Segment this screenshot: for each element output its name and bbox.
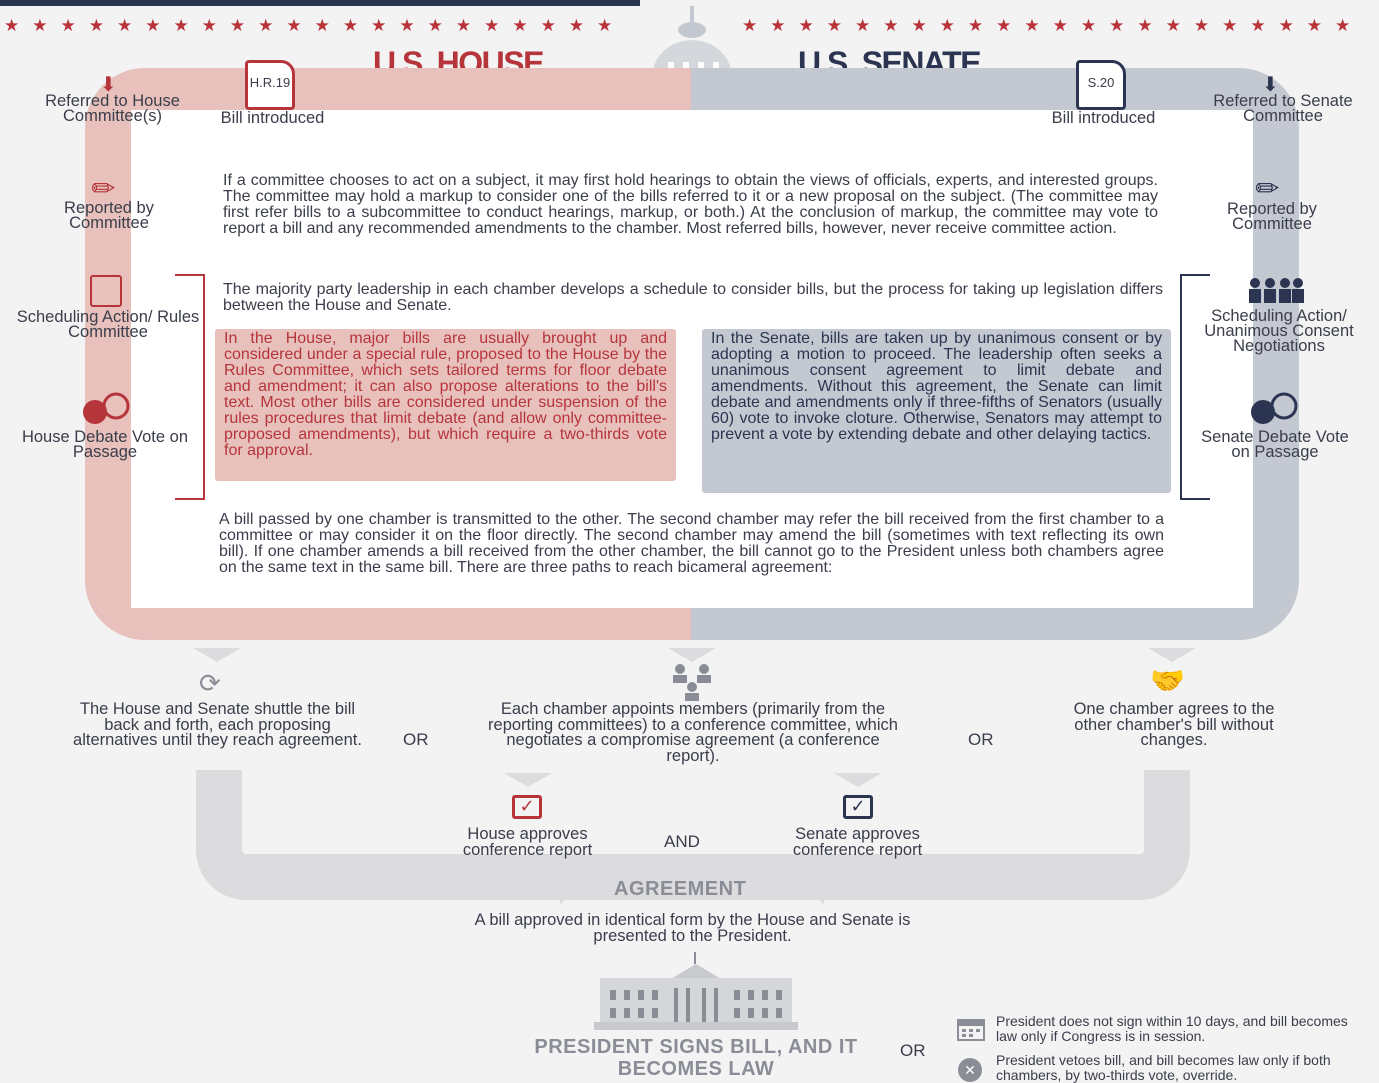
house-approves-text: House approves conference report xyxy=(462,825,593,859)
house-bill-introduced-label: Bill introduced xyxy=(220,109,325,127)
agreement-arrow-left xyxy=(560,872,578,904)
top-rule xyxy=(0,0,640,6)
senate-scheduling-label: Scheduling Action/ Unanimous Consent Neg… xyxy=(1204,307,1354,355)
path-arrow-conference xyxy=(668,648,716,662)
senate-bill-introduced-label: Bill introduced xyxy=(1051,109,1156,127)
house-process-loop xyxy=(85,68,691,640)
senate-approval-arrow xyxy=(834,773,882,787)
house-scheduling-label: Scheduling Action/ Rules Committee xyxy=(16,308,200,341)
schedule-paragraph: The majority party leadership in each ch… xyxy=(223,281,1163,314)
senate-approve-check-icon: ✓ xyxy=(843,795,873,819)
veto-text: President vetoes bill, and bill becomes … xyxy=(996,1052,1331,1083)
or-label-3: OR xyxy=(900,1041,926,1060)
senate-reported-label: Reported by Committee xyxy=(1227,200,1317,233)
agreement-arrow-right xyxy=(806,872,824,904)
senate-floor-procedure-box: In the Senate, bills are taken up by una… xyxy=(702,329,1171,493)
house-approve-check-icon: ✓ xyxy=(512,795,542,819)
and-label: AND xyxy=(664,832,700,851)
calendar-icon xyxy=(957,1019,985,1041)
house-debate-label: House Debate Vote on Passage xyxy=(21,428,189,461)
conference-people-icon xyxy=(673,664,711,701)
senate-referred-label: Referred to Senate Committee xyxy=(1213,92,1353,125)
senate-process-loop xyxy=(691,68,1299,640)
house-bill-document-icon: H.R.19 xyxy=(245,60,295,110)
house-floor-procedure-box: In the House, major bills are usually br… xyxy=(215,329,676,481)
conference-path-text: Each chamber appoints members (primarily… xyxy=(488,700,898,765)
house-debate-icon xyxy=(83,392,130,424)
house-bracket xyxy=(175,274,205,500)
path-arrow-agree xyxy=(1148,648,1196,662)
house-referred-label: Referred to House Committee(s) xyxy=(45,92,180,125)
house-approval-arrow xyxy=(504,773,552,787)
senate-bill-document-icon: S.20 xyxy=(1076,60,1126,110)
or-label-1: OR xyxy=(403,730,429,749)
shuttle-cycle-icon: ⟳ xyxy=(199,668,221,698)
senate-negotiation-people-icon xyxy=(1249,278,1304,303)
no-sign-text: President does not sign within 10 days, … xyxy=(996,1013,1348,1044)
house-reported-label: Reported by Committee xyxy=(64,199,154,232)
house-referred-arrow-icon: ⬇ xyxy=(100,74,117,96)
agreement-title: AGREEMENT xyxy=(614,878,747,900)
agree-path-text: One chamber agrees to the other chamber'… xyxy=(1073,700,1275,749)
committee-paragraph: If a committee chooses to act on a subje… xyxy=(223,172,1158,237)
senate-approves-text: Senate approves conference report xyxy=(792,825,923,859)
agreement-loop xyxy=(196,770,1190,900)
agreement-text: A bill approved in identical form by the… xyxy=(474,911,911,945)
senate-referred-arrow-icon: ⬇ xyxy=(1262,74,1279,96)
transmit-paragraph: A bill passed by one chamber is transmit… xyxy=(219,511,1164,576)
senate-bill-number: S.20 xyxy=(1087,75,1115,90)
shuttle-path-text: The House and Senate shuttle the bill ba… xyxy=(73,700,362,749)
house-schedule-document-icon xyxy=(90,275,122,307)
path-arrow-shuttle xyxy=(193,648,241,662)
house-star-row: ★★★★★★★★★★★★★★★★★★★★★★ xyxy=(4,16,626,35)
veto-x-icon: ✕ xyxy=(958,1058,982,1082)
senate-star-row: ★★★★★★★★★★★★★★★★★★★★★★ xyxy=(742,16,1364,35)
senate-debate-label: Senate Debate Vote on Passage xyxy=(1201,428,1349,461)
president-signs-text: PRESIDENT SIGNS BILL, AND IT BECOMES LAW xyxy=(534,1036,858,1080)
senate-debate-icon xyxy=(1251,392,1298,424)
handshake-icon: 🤝 xyxy=(1150,665,1185,696)
senate-bracket xyxy=(1180,274,1210,500)
house-bill-number: H.R.19 xyxy=(249,75,291,90)
or-label-2: OR xyxy=(968,730,994,749)
white-house-icon xyxy=(594,952,798,1030)
